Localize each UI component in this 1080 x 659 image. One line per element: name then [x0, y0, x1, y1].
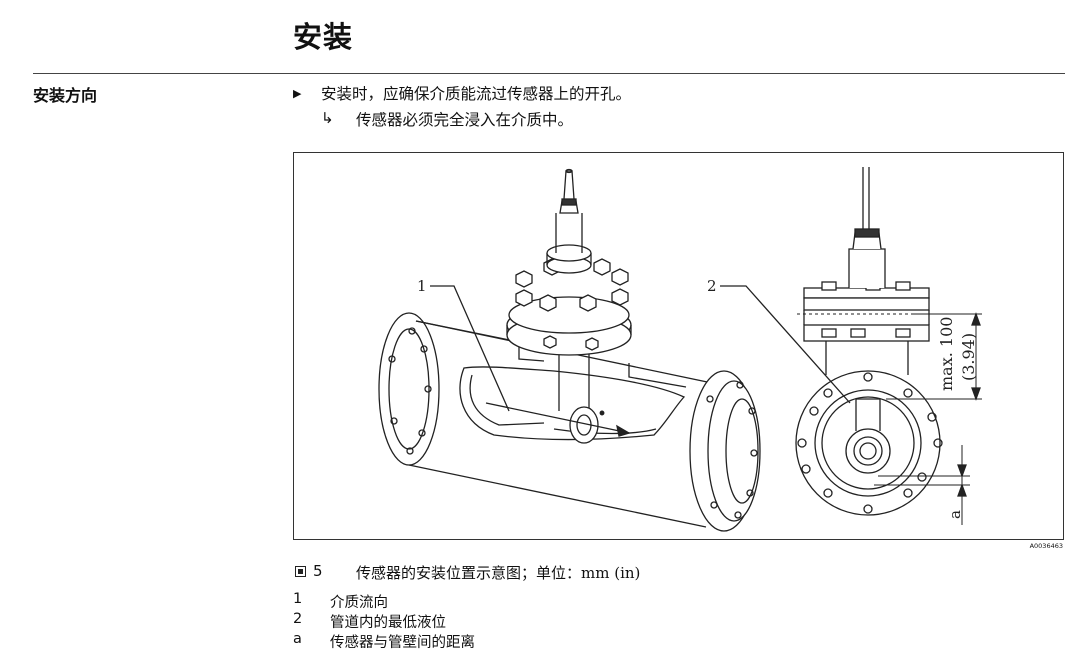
- section-divider: [33, 73, 1065, 74]
- legend-text: 管道内的最低液位: [330, 615, 446, 631]
- legend-key: a: [293, 631, 302, 647]
- instruction-step: 安装时，应确保介质能流过传感器上的开孔。: [321, 85, 632, 103]
- instruction-result: 传感器必须完全浸入在介质中。: [356, 111, 574, 129]
- callout-1: 1: [417, 277, 427, 295]
- pipe-side-view: [378, 168, 761, 532]
- legend-text: 传感器与管壁间的距离: [330, 635, 475, 651]
- dim-inch-label: (3.94): [959, 333, 978, 381]
- figure-caption: 传感器的安装位置示意图；单位：mm (in): [356, 564, 641, 582]
- callout-2: 2: [707, 277, 717, 295]
- figure-number: 5: [313, 562, 323, 580]
- pipe-front-view: [795, 167, 949, 516]
- dim-a-label: a: [946, 510, 964, 519]
- figure-frame: 1: [293, 152, 1064, 540]
- figure-icon: [295, 566, 306, 577]
- figure-id: A0036463: [1029, 542, 1063, 550]
- page-title: 安装: [293, 20, 354, 54]
- legend-key: 2: [293, 611, 303, 627]
- step-bullet-icon: ▶: [293, 87, 302, 100]
- installation-drawing: 1: [378, 167, 982, 532]
- legend-key: 1: [293, 591, 303, 607]
- section-heading: 安装方向: [33, 86, 98, 105]
- legend-text: 介质流向: [330, 595, 388, 611]
- result-arrow-icon: ↳: [321, 109, 334, 127]
- dim-max-label: max. 100: [937, 317, 956, 391]
